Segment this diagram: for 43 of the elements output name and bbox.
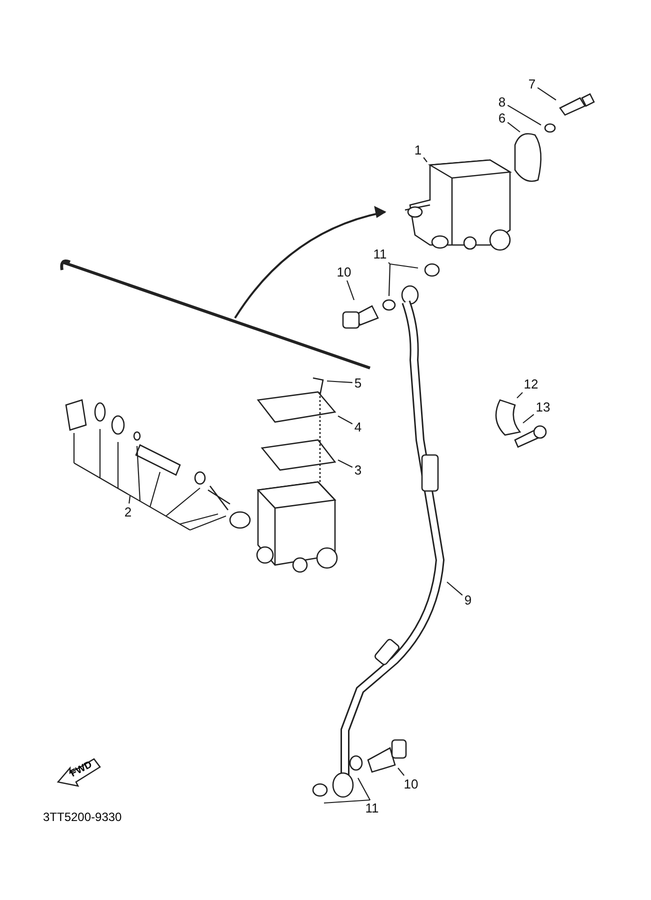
callout-number: 13: [534, 400, 552, 414]
callout-number: 11: [364, 800, 380, 816]
callout-number: 12: [522, 376, 540, 392]
callout-number: 10: [402, 776, 420, 792]
callout-number: 8: [497, 94, 507, 110]
callout-number: 6: [497, 110, 507, 126]
leader-line: [388, 264, 391, 296]
leader-line: [423, 157, 428, 162]
leader-line: [388, 262, 390, 264]
leader-line: [390, 263, 418, 269]
leader-line: [149, 472, 161, 508]
callout-number: 4: [353, 420, 363, 434]
leader-line: [338, 416, 353, 424]
leader-line: [398, 768, 405, 776]
leader-line: [446, 582, 463, 596]
callout-number: 11: [372, 246, 388, 262]
forward-arrow-sign: FWD: [56, 756, 104, 790]
leader-line: [99, 429, 101, 478]
leader-line: [537, 87, 556, 100]
callout-number: 3: [353, 462, 363, 478]
leader-line: [326, 380, 352, 384]
part-number-code: 3TT5200-9330: [43, 810, 122, 824]
leader-line: [507, 122, 520, 132]
callout-number: 5: [353, 376, 363, 390]
callout-number: 1: [413, 142, 423, 158]
leader-line: [136, 446, 141, 502]
callout-number: 10: [336, 264, 352, 280]
leader-line: [190, 515, 226, 531]
leader-line: [73, 433, 75, 463]
callout-number: 2: [123, 504, 133, 520]
leader-line: [166, 488, 200, 516]
callout-number: 9: [463, 592, 473, 608]
leader-line: [117, 442, 119, 488]
leader-line: [324, 799, 370, 804]
leader-line: [522, 414, 534, 424]
leader-line: [507, 104, 542, 126]
callout-number: 7: [527, 76, 537, 92]
leader-line: [358, 778, 370, 800]
leader-line: [346, 280, 355, 300]
leader-line: [180, 513, 218, 525]
leader-line: [516, 392, 523, 398]
leader-line: [73, 462, 191, 531]
leader-line: [338, 460, 353, 468]
